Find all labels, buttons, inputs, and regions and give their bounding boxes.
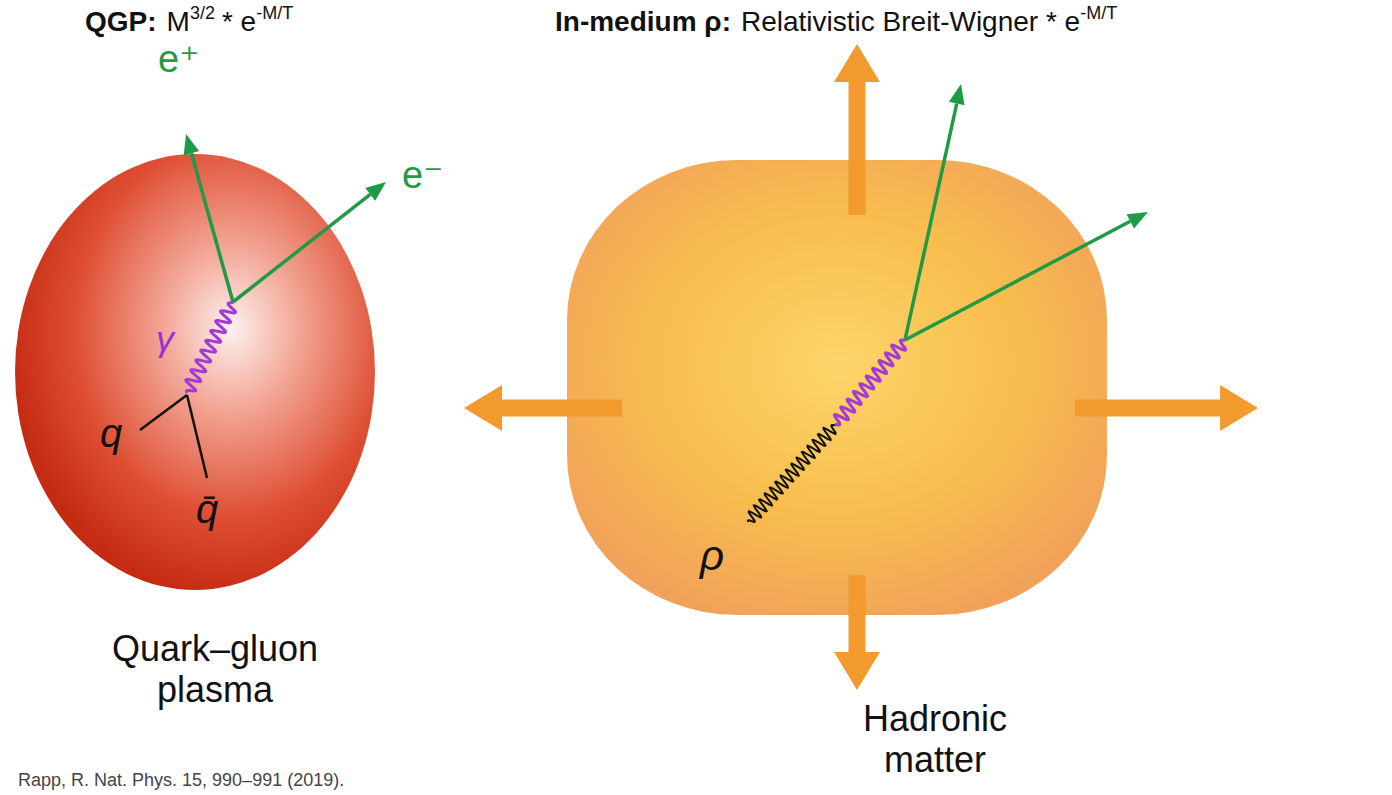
hadron-fireball [567, 160, 1107, 615]
rho-label: ρ [700, 532, 724, 580]
electron-label: e⁻ [402, 154, 443, 198]
formula-text: Relativistic Breit-Wigner * e [741, 6, 1080, 38]
quark-label: q [100, 410, 122, 456]
region-label: Hadronic matter [840, 698, 1030, 781]
formula-text: M [167, 6, 190, 38]
arrow-head [184, 134, 199, 155]
arrow-head [1127, 212, 1148, 228]
region-label: Quark–gluon plasma [85, 628, 345, 711]
antiquark-label: q̄ [196, 486, 218, 532]
header-formula: QGP: M3/2 * e-M/T [85, 6, 293, 38]
formula-text: QGP: [85, 6, 157, 38]
qgp-sphere: Quark–gluon plasma [10, 150, 400, 715]
superscript: 3/2 [190, 3, 215, 24]
formula-text: * e [222, 6, 256, 38]
positron-label: e⁺ [158, 38, 199, 82]
shape-outline [10, 150, 400, 600]
formula-text: In-medium ρ: [555, 6, 731, 38]
photon-label: γ [156, 318, 174, 359]
superscript: -M/T [1080, 3, 1117, 24]
arrow-head [949, 84, 965, 105]
citation: Rapp, R. Nat. Phys. 15, 990–991 (2019). [18, 770, 344, 791]
arrow-head [365, 182, 386, 201]
header-formula: In-medium ρ: Relativistic Breit-Wigner * … [555, 6, 1117, 38]
hadronic-blob: Hadronic matter [565, 160, 1110, 785]
plasma-sphere [15, 154, 375, 590]
shape-outline [565, 160, 1110, 620]
superscript: -M/T [256, 3, 293, 24]
